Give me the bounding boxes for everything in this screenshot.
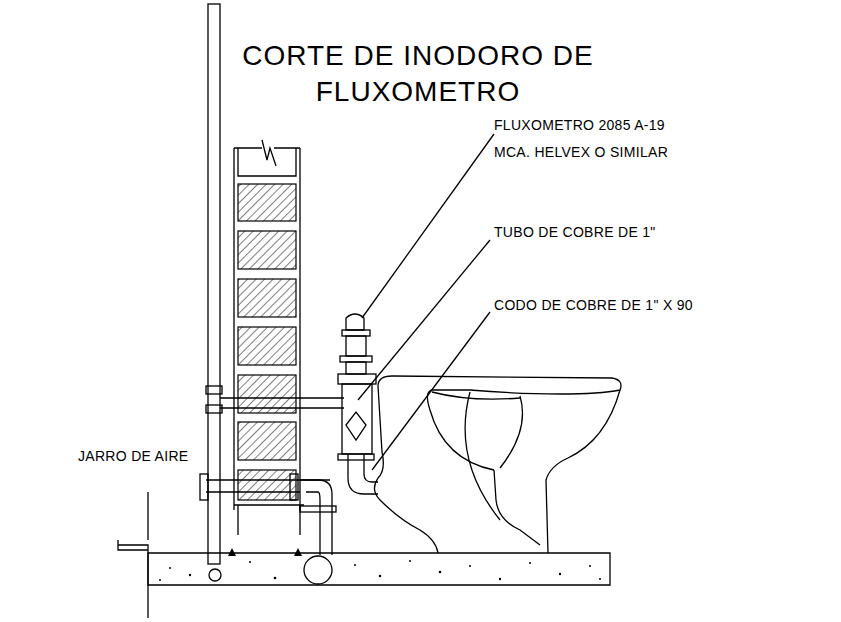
callout-label: TUBO DE COBRE DE 1" <box>494 219 656 246</box>
callout-label: CODO DE COBRE DE 1" X 90 <box>494 292 693 319</box>
drawing-title: CORTE DE INODORO DE FLUXOMETRO <box>238 38 598 110</box>
callout-label: FLUXOMETRO 2085 A-19 MCA. HELVEX O SIMIL… <box>494 112 699 166</box>
callout-label: JARRO DE AIRE <box>78 443 188 470</box>
